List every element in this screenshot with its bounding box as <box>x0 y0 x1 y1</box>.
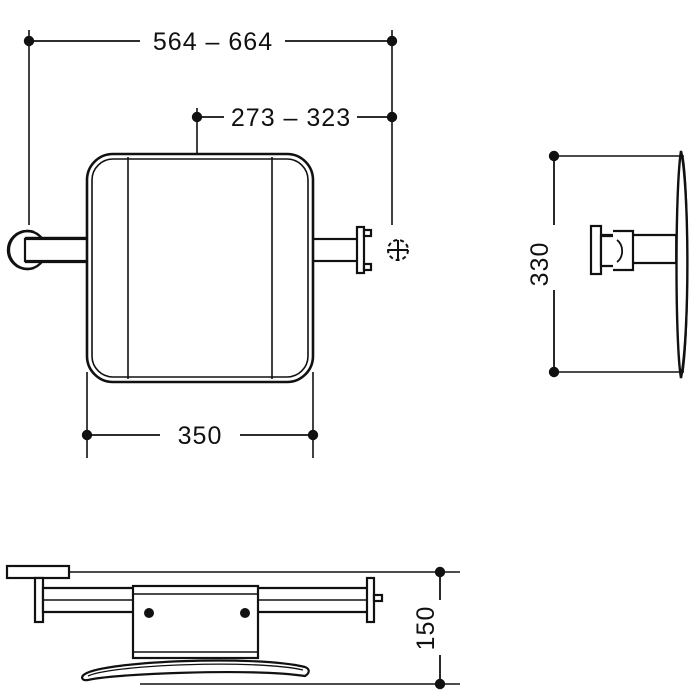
dim-overall-width-label: 564 – 664 <box>153 28 273 56</box>
dim-pad-height-extension-lines <box>554 155 684 373</box>
dim-pad-height-label: 330 <box>526 242 554 287</box>
dim-endpoint-dot <box>548 150 560 162</box>
front-view-left-flange <box>7 229 35 271</box>
plan-view-pad-section <box>81 659 310 682</box>
dim-endpoint-dot <box>386 111 398 123</box>
plan-view-end-collar <box>365 576 384 624</box>
dim-endpoint-dot <box>191 111 203 123</box>
front-view-backrest-pad <box>85 152 315 384</box>
dim-endpoint-dot <box>386 35 398 47</box>
dim-pad-width-extension-lines <box>86 372 314 458</box>
dim-endpoint-dot <box>434 678 446 690</box>
dim-pad-width-label: 350 <box>178 422 223 450</box>
front-view-rail-right <box>306 237 362 263</box>
dim-overall-width-extension-lines <box>28 30 393 225</box>
dim-endpoint-dot <box>307 429 319 441</box>
plan-view-pad-inner-line <box>87 663 304 677</box>
center-mark-crosshair-icon <box>387 239 409 261</box>
dim-endpoint-dot <box>23 35 35 47</box>
dim-endpoint-dot <box>81 429 93 441</box>
side-view-pad-inner-line <box>682 156 689 373</box>
dim-depth-extension-lines <box>20 571 460 685</box>
plan-view-fastener-dot <box>144 608 154 618</box>
plan-view-fastener-dot <box>240 608 250 618</box>
plan-view-mount-block <box>131 584 260 660</box>
front-view-end-collar <box>355 225 373 275</box>
dim-offset-width-label: 273 – 323 <box>231 104 351 132</box>
dim-depth-label: 150 <box>412 606 440 651</box>
dim-endpoint-dot <box>434 566 446 578</box>
side-view-bracket-detail <box>616 231 677 270</box>
dim-endpoint-dot <box>548 366 560 378</box>
